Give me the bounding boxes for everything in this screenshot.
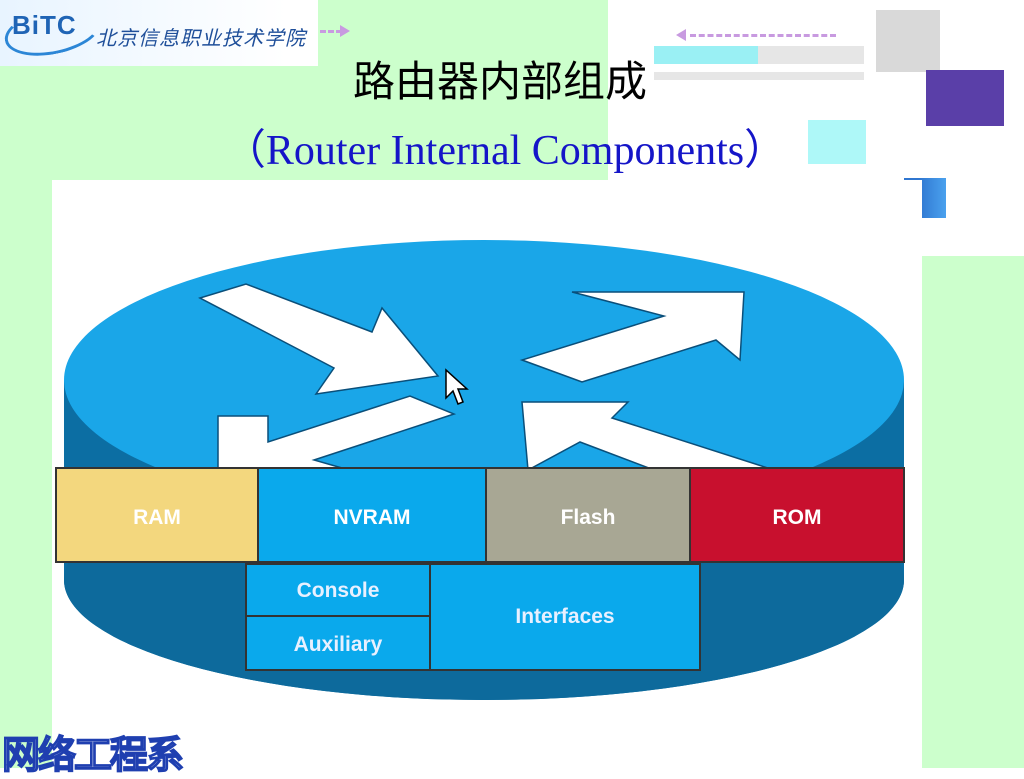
title-english-text: Router Internal Components: [265, 128, 745, 174]
box-flash-fill: [485, 467, 691, 563]
router-diagram-svg: RAM NVRAM Flash ROM Console Auxiliary In…: [55, 240, 905, 700]
logo: BiTC 北京信息职业技术学院: [0, 0, 318, 66]
box-ram-label: RAM: [133, 506, 181, 529]
decor-purple-square: [926, 70, 1004, 126]
box-nvram-label: NVRAM: [334, 506, 411, 529]
box-auxiliary-label: Auxiliary: [294, 633, 383, 656]
box-console-label: Console: [297, 579, 380, 602]
box-flash: Flash: [485, 467, 691, 563]
box-ram: RAM: [55, 467, 259, 563]
page-title-chinese: 路由器内部组成: [352, 57, 647, 106]
box-interfaces-fill: [429, 563, 701, 671]
decor-arrow-left-icon: [676, 29, 686, 41]
decor-cyan-bar: [654, 46, 758, 64]
box-interfaces: Interfaces: [429, 563, 701, 671]
decor-dashed-line-right: [690, 34, 836, 37]
green-background-left: [0, 66, 52, 768]
decor-dashed-line-left: [296, 30, 342, 33]
decor-blue-square: [918, 178, 946, 218]
arrow-top-right-icon: [519, 291, 745, 383]
decor-arrow-right-icon: [340, 25, 350, 37]
decor-thin-gray-bar: [654, 72, 864, 80]
box-auxiliary: Auxiliary: [245, 615, 431, 671]
arrow-top-left-icon: [198, 283, 440, 395]
box-console-fill: [245, 563, 431, 617]
box-console: Console: [245, 563, 431, 617]
box-nvram: NVRAM: [257, 467, 487, 563]
logo-school-name: 北京信息职业技术学院: [96, 26, 306, 50]
title-highlight: [808, 120, 866, 164]
box-interfaces-label: Interfaces: [515, 605, 614, 628]
router-diagram: RAM NVRAM Flash ROM Console Auxiliary In…: [52, 180, 922, 734]
decor-gray-square: [876, 10, 940, 72]
logo-brand: BiTC: [12, 10, 77, 40]
box-rom: ROM: [689, 467, 905, 563]
green-background-right: [922, 256, 1024, 768]
mouse-cursor-icon: [445, 368, 469, 405]
box-ram-fill: [55, 467, 259, 563]
page-title-english: （Router Internal Components）: [0, 116, 1010, 177]
title-close-paren: ）: [744, 125, 787, 174]
box-rom-fill: [689, 467, 905, 563]
box-rom-label: ROM: [773, 506, 822, 529]
title-open-paren: （: [223, 125, 266, 174]
box-flash-label: Flash: [561, 506, 616, 529]
footer-department-label: 网络工程系: [1, 732, 185, 778]
box-nvram-fill: [257, 467, 487, 563]
